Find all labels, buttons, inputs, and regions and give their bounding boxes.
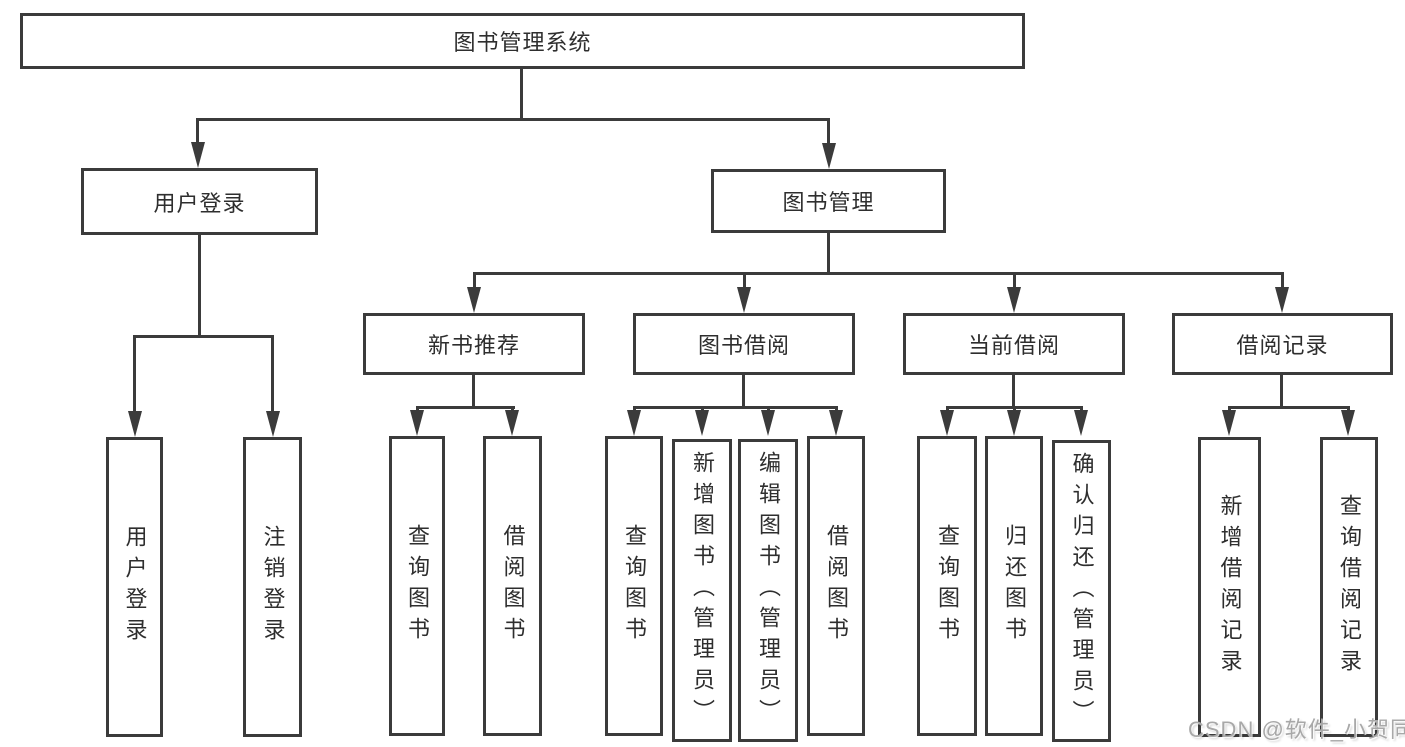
leaf-edit-books-admin-label: 编辑图书（管理员） [756, 451, 781, 730]
arrow-down-icon [266, 411, 280, 437]
leaf-query-borrow-record-label: 查询借阅记录 [1337, 494, 1362, 680]
leaf-borrow-books-borrowing: 借阅图书 [807, 436, 865, 736]
leaf-confirm-return-admin: 确认归还（管理员） [1052, 440, 1111, 742]
node-user-login-label: 用户登录 [153, 190, 246, 216]
node-current-borrowing: 当前借阅 [903, 313, 1125, 375]
arrow-down-icon [822, 143, 836, 169]
leaf-borrow-books-borrowing-label: 借阅图书 [824, 524, 849, 648]
node-book-borrowing-label: 图书借阅 [697, 333, 790, 358]
node-new-book-recommend-label: 新书推荐 [427, 333, 520, 358]
connector-line [520, 69, 523, 118]
arrow-down-icon [1007, 287, 1021, 313]
node-book-management-label: 图书管理 [782, 190, 875, 215]
connector-line [196, 118, 199, 144]
leaf-return-books: 归还图书 [985, 436, 1043, 736]
connector-line [1280, 375, 1283, 408]
arrow-down-icon [191, 142, 205, 168]
arrow-down-icon [1275, 287, 1289, 313]
node-library-system-label: 图书管理系统 [453, 30, 592, 55]
leaf-add-borrow-record-label: 新增借阅记录 [1217, 494, 1243, 680]
leaf-confirm-return-admin-label: 确认归还（管理员） [1069, 451, 1095, 731]
node-book-management: 图书管理 [711, 169, 946, 233]
connector-line [827, 118, 830, 145]
leaf-edit-books-admin: 编辑图书（管理员） [738, 439, 798, 742]
node-book-borrowing: 图书借阅 [633, 313, 855, 375]
arrow-down-icon [128, 411, 142, 437]
connector-line [1281, 272, 1284, 289]
leaf-add-books-admin-label: 新增图书（管理员） [690, 451, 715, 730]
node-current-borrowing-label: 当前借阅 [967, 333, 1060, 358]
node-borrowing-records-label: 借阅记录 [1236, 333, 1329, 358]
connector-line [473, 272, 1284, 275]
leaf-borrow-books-recommend-label: 借阅图书 [500, 524, 526, 648]
connector-line [472, 375, 475, 408]
connector-line [633, 406, 838, 409]
leaf-query-books-current-label: 查询图书 [935, 524, 960, 648]
connector-line [1012, 375, 1015, 408]
node-library-system: 图书管理系统 [20, 13, 1025, 69]
arrow-down-icon [737, 287, 751, 313]
arrow-down-icon [761, 410, 775, 436]
connector-line [416, 406, 515, 409]
leaf-user-login-label: 用户登录 [122, 525, 148, 649]
arrow-down-icon [940, 410, 954, 436]
leaf-borrow-books-recommend: 借阅图书 [483, 436, 542, 736]
leaf-add-borrow-record: 新增借阅记录 [1198, 437, 1261, 737]
leaf-add-books-admin: 新增图书（管理员） [672, 439, 732, 742]
arrow-down-icon [505, 410, 519, 436]
connector-line [473, 272, 476, 289]
leaf-query-borrow-record: 查询借阅记录 [1320, 437, 1378, 737]
leaf-user-login: 用户登录 [106, 437, 163, 737]
leaf-logout-login-label: 注销登录 [260, 525, 286, 649]
arrow-down-icon [1341, 410, 1355, 436]
connector-line [827, 233, 830, 274]
connector-line [1228, 406, 1350, 409]
leaf-query-books-borrowing: 查询图书 [605, 436, 663, 736]
arrow-down-icon [1007, 410, 1021, 436]
leaf-query-books-recommend-label: 查询图书 [405, 524, 430, 648]
leaf-query-books-current: 查询图书 [917, 436, 977, 736]
connector-line [198, 235, 201, 335]
node-user-login: 用户登录 [81, 168, 318, 235]
arrow-down-icon [1222, 410, 1236, 436]
node-borrowing-records: 借阅记录 [1172, 313, 1393, 375]
node-new-book-recommend: 新书推荐 [363, 313, 585, 375]
connector-line [196, 118, 830, 121]
connector-line [743, 272, 746, 289]
arrow-down-icon [410, 410, 424, 436]
leaf-return-books-label: 归还图书 [1002, 524, 1027, 648]
connector-line [742, 375, 745, 408]
connector-line [133, 335, 136, 412]
leaf-query-books-recommend: 查询图书 [389, 436, 445, 736]
arrow-down-icon [1074, 410, 1088, 436]
leaf-query-books-borrowing-label: 查询图书 [622, 524, 647, 648]
connector-line [271, 335, 274, 412]
leaf-logout-login: 注销登录 [243, 437, 302, 737]
arrow-down-icon [695, 410, 709, 436]
arrow-down-icon [467, 287, 481, 313]
csdn-watermark: CSDN @软件_小贺同学 [1188, 717, 1405, 742]
arrow-down-icon [627, 410, 641, 436]
arrow-down-icon [829, 410, 843, 436]
connector-line [1013, 272, 1016, 289]
connector-line [133, 335, 274, 338]
